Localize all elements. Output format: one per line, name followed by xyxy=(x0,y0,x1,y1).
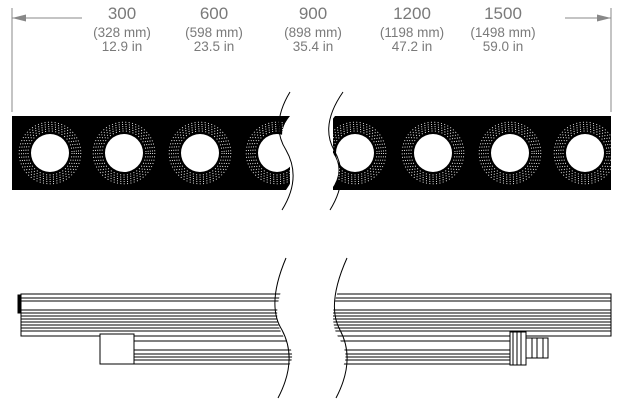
reflector-ring xyxy=(483,126,537,180)
dimension-nominal: 600 xyxy=(200,4,228,23)
lens-circle xyxy=(31,134,69,172)
lens-circle xyxy=(414,134,452,172)
dimension-inches: 23.5 in xyxy=(194,39,235,54)
reflector-ring xyxy=(485,128,535,178)
break-line-front-right xyxy=(328,91,344,211)
dimension-label-1500: 1500 (1498 mm) 59.0 in xyxy=(470,4,535,54)
led-lens xyxy=(168,121,232,185)
reflector-ring xyxy=(18,121,82,185)
arrow-right-icon xyxy=(597,14,611,22)
side-view xyxy=(17,286,612,372)
dimension-line xyxy=(11,8,612,112)
dimension-nominal: 300 xyxy=(108,4,136,23)
break-line-side-left xyxy=(274,257,290,399)
dimension-mm: (1198 mm) xyxy=(380,25,444,40)
reflector-ring xyxy=(97,126,151,180)
reflector-ring xyxy=(401,121,465,185)
end-cap-left xyxy=(17,294,22,314)
break-line-side-right xyxy=(333,257,348,399)
reflector-ring xyxy=(558,126,612,180)
side-housing xyxy=(324,293,612,337)
dimension-nominal: 1500 xyxy=(484,4,522,23)
reflector-ring xyxy=(410,130,456,176)
reflector-ring xyxy=(487,130,533,176)
side-body-right xyxy=(324,293,612,365)
reflector-ring xyxy=(27,130,73,176)
led-lens xyxy=(92,121,156,185)
reflector-ring xyxy=(25,128,75,178)
dimension-inches: 12.9 in xyxy=(102,39,143,54)
cable-connector xyxy=(509,331,549,366)
reflector-ring xyxy=(403,123,463,183)
dimension-mm: (328 mm) xyxy=(93,25,151,40)
reflector-ring xyxy=(480,123,540,183)
dimension-labels: 300 (328 mm) 12.9 in 600 (598 mm) 23.5 i… xyxy=(93,4,536,54)
reflector-ring xyxy=(92,121,156,185)
led-lens xyxy=(401,121,465,185)
dimension-mm: (598 mm) xyxy=(185,25,243,40)
dimension-nominal: 1200 xyxy=(393,4,431,23)
side-body-left xyxy=(20,293,301,365)
dimension-inches: 47.2 in xyxy=(392,39,433,54)
reflector-ring xyxy=(408,128,458,178)
dimension-label-900: 900 (898 mm) 35.4 in xyxy=(284,4,342,54)
break-lines xyxy=(274,91,348,399)
reflector-ring xyxy=(323,121,387,185)
reflector-ring xyxy=(560,128,610,178)
dimension-mm: (1498 mm) xyxy=(470,25,535,40)
reflector-ring xyxy=(562,130,608,176)
reflector-ring xyxy=(555,123,615,183)
reflector-ring xyxy=(168,121,232,185)
led-lens xyxy=(18,121,82,185)
side-break-gap xyxy=(277,286,346,372)
reflector-ring xyxy=(406,126,460,180)
lens-circle xyxy=(105,134,143,172)
dimension-label-300: 300 (328 mm) 12.9 in xyxy=(93,4,151,54)
led-lens xyxy=(478,121,542,185)
lens-circle xyxy=(336,134,374,172)
dimension-inches: 35.4 in xyxy=(293,39,334,54)
lens-circle xyxy=(491,134,529,172)
reflector-ring xyxy=(94,123,154,183)
reflector-ring xyxy=(325,123,385,183)
dimension-nominal: 900 xyxy=(299,4,327,23)
break-line-front-left xyxy=(278,91,294,211)
dimension-label-1200: 1200 (1198 mm) 47.2 in xyxy=(380,4,444,54)
side-housing xyxy=(20,293,301,337)
led-lens xyxy=(323,121,387,185)
front-view xyxy=(12,116,617,190)
reflector-ring xyxy=(99,128,149,178)
lens-circle xyxy=(181,134,219,172)
reflector-ring xyxy=(20,123,80,183)
mounting-block xyxy=(99,333,135,365)
arrow-left-icon xyxy=(12,14,26,22)
reflector-ring xyxy=(177,130,223,176)
lens-circle xyxy=(566,134,604,172)
dimension-mm: (898 mm) xyxy=(284,25,342,40)
reflector-ring xyxy=(101,130,147,176)
reflector-ring xyxy=(478,121,542,185)
reflector-ring xyxy=(553,121,617,185)
led-lens xyxy=(553,121,617,185)
led-array xyxy=(18,121,617,185)
dimension-inches: 59.0 in xyxy=(483,39,524,54)
reflector-ring xyxy=(173,126,227,180)
reflector-ring xyxy=(23,126,77,180)
reflector-ring xyxy=(170,123,230,183)
reflector-ring xyxy=(175,128,225,178)
dimension-label-600: 600 (598 mm) 23.5 in xyxy=(185,4,243,54)
front-break-gap xyxy=(281,116,339,190)
